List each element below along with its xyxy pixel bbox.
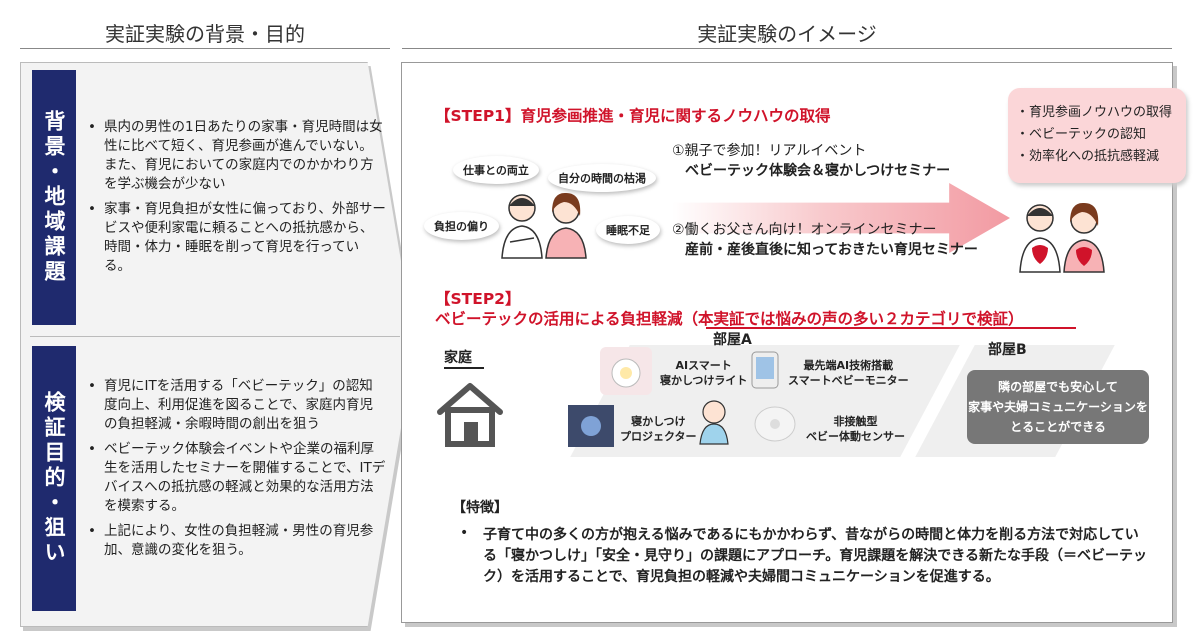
- home-label: 家庭: [444, 350, 472, 366]
- happy-father-icon: [1019, 204, 1061, 273]
- purpose-bullet-2: ベビーテック体験会イベントや企業の福利厚生を活用したセミナーを開催することで、I…: [86, 440, 386, 516]
- feature-text: 子育て中の多くの方が抱える悩みであるにもかかわらず、昔ながらの時間と体力を削る方…: [483, 527, 1148, 585]
- room-b-note: 隣の部屋でも安心して 家事や夫婦コミュニケーションを とることができる: [967, 370, 1149, 444]
- step1-event1-line1: ①親子で参加！リアルイベント: [672, 143, 867, 159]
- room-b-note-line1: 隣の部屋でも安心して: [998, 380, 1118, 394]
- worry-bubble-work: 仕事との両立: [453, 156, 539, 184]
- outcome-1: ・育児参画ノウハウの取得: [1016, 105, 1173, 120]
- device-projector: 寝かしつけ プロジェクター: [620, 414, 697, 444]
- background-bullet-2: 家事・育児負担が女性に偏っており、外部サービスや便利家電に頼ることへの抵抗感から…: [86, 200, 386, 276]
- step1-event1-line2: ベビーテック体験会＆寝かしつけセミナー: [685, 163, 951, 179]
- step1-event2-line1: ②働くお父さん向け！オンラインセミナー: [672, 222, 937, 238]
- outcome-3: ・効率化への抵抗感軽減: [1016, 149, 1160, 164]
- motion-sensor-image: [754, 406, 796, 442]
- device-smart-light-line2: 寝かしつけライト: [660, 374, 748, 387]
- device-projector-line1: 寝かしつけ: [631, 415, 686, 428]
- right-header: 実証実験のイメージ: [697, 22, 877, 46]
- device-baby-monitor: 最先端AI技術搭載 スマートベビーモニター: [788, 358, 909, 388]
- feature-title: 【特徴】: [452, 500, 508, 516]
- step2-title: 【STEP2】: [435, 290, 521, 308]
- room-b-label: 部屋B: [988, 342, 1027, 358]
- background-label: 背景・地域課題: [32, 70, 76, 325]
- device-projector-line2: プロジェクター: [620, 430, 697, 443]
- house-icon: [437, 383, 503, 447]
- worry-bubble-sleep: 睡眠不足: [596, 216, 660, 244]
- room-b-note-line2: 家事や夫婦コミュニケーションを: [968, 400, 1148, 414]
- device-motion-sensor-line1: 非接触型: [833, 415, 878, 428]
- device-smart-light-line1: AIスマート: [675, 359, 732, 372]
- worry-bubble-burden: 負担の偏り: [424, 212, 499, 240]
- step2-subtitle-underline: [706, 327, 1076, 329]
- room-a-label: 部屋A: [713, 332, 752, 348]
- step2-subtitle: ベビーテックの活用による負担軽減（本実証では悩みの声の多い２カテゴリで検証）: [435, 310, 1024, 328]
- device-smart-light: AIスマート 寝かしつけライト: [660, 358, 747, 388]
- baby-monitor-image: [751, 351, 779, 389]
- device-motion-sensor: 非接触型 ベビー体動センサー: [806, 414, 905, 444]
- purpose-label: 検証目的・狙い: [32, 346, 76, 611]
- worry-bubble-time: 自分の時間の枯渇: [548, 164, 656, 192]
- happy-mother-icon: [1063, 202, 1105, 273]
- step1-title: 【STEP1】育児参画推進・育児に関するノウハウの取得: [435, 107, 831, 125]
- projector-image: [568, 405, 614, 447]
- device-baby-monitor-line1: 最先端AI技術搭載: [803, 359, 894, 372]
- smart-light-image: [600, 347, 652, 395]
- background-bullets: 県内の男性の1日あたりの家事・育児時間は女性に比べて短く、育児参画が進んでいない…: [86, 118, 386, 282]
- home-label-underline: [444, 367, 484, 369]
- left-header: 実証実験の背景・目的: [105, 22, 305, 46]
- step1-outcome-box: ・育児参画ノウハウの取得 ・ベビーテックの認知 ・効率化への抵抗感軽減: [1008, 88, 1186, 183]
- purpose-bullets: 育児にITを活用する「ベビーテック」の認知度向上、利用促進を図ることで、家庭内育…: [86, 377, 386, 566]
- device-baby-monitor-line2: スマートベビーモニター: [788, 374, 909, 387]
- father-icon: [501, 194, 543, 259]
- room-b-note-line3: とることができる: [1010, 420, 1106, 434]
- device-motion-sensor-line2: ベビー体動センサー: [806, 430, 905, 443]
- feature-bullet-dot: •: [460, 525, 469, 541]
- baby-icon: [699, 400, 729, 445]
- happy-parents-illustration: [1019, 202, 1105, 273]
- background-bullet-1: 県内の男性の1日あたりの家事・育児時間は女性に比べて短く、育児参画が進んでいない…: [86, 118, 386, 194]
- left-divider: [30, 336, 400, 337]
- mother-icon: [545, 192, 587, 259]
- step1-event2-line2: 産前・産後直後に知っておきたい育児セミナー: [685, 242, 978, 258]
- purpose-bullet-1: 育児にITを活用する「ベビーテック」の認知度向上、利用促進を図ることで、家庭内育…: [86, 377, 386, 434]
- worried-parents-illustration: [501, 192, 587, 259]
- right-header-underline: [402, 48, 1172, 49]
- outcome-2: ・ベビーテックの認知: [1016, 127, 1147, 142]
- purpose-bullet-3: 上記により、女性の負担軽減・男性の育児参加、意識の変化を狙う。: [86, 522, 386, 560]
- left-header-underline: [20, 48, 390, 49]
